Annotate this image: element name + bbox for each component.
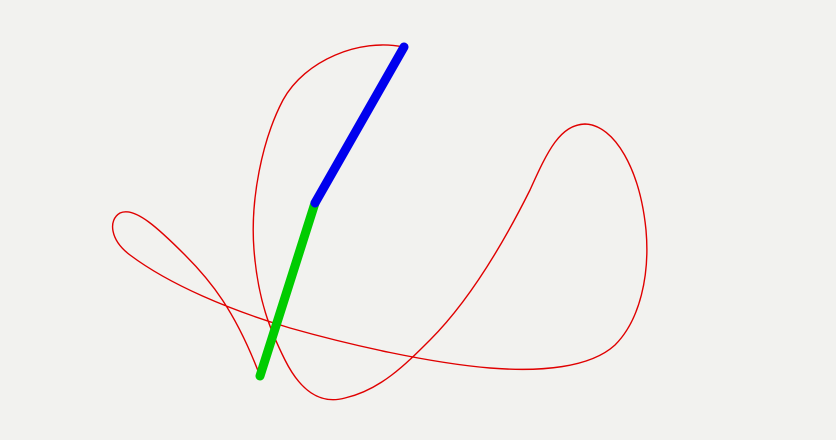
trajectory-trace <box>111 44 648 401</box>
arm-segment-lower <box>255 198 320 381</box>
arm-segment-upper <box>310 42 409 208</box>
